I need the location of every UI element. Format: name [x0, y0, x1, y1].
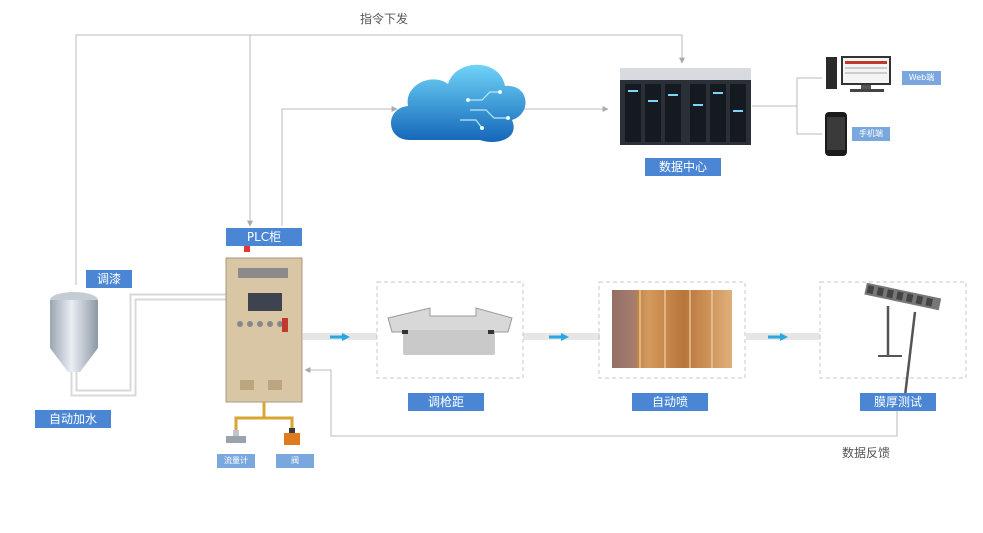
- command-down-label: 指令下发: [360, 12, 409, 26]
- gun-bracket-icon: [387, 307, 513, 355]
- film-test-label: 膜厚测试: [860, 393, 936, 411]
- auto-water-label: 自动加水: [35, 410, 111, 428]
- flow-pipes: [303, 333, 820, 341]
- auto-spray-label: 自动喷: [632, 393, 708, 411]
- paint-pipe: [70, 293, 228, 397]
- paint-mixing-label: 调漆: [86, 270, 132, 288]
- film-thickness-gauge-icon: [864, 282, 942, 397]
- desktop-computer-icon: [826, 56, 891, 92]
- brass-pipes: [234, 402, 294, 438]
- data-feedback-label: 数据反馈: [842, 446, 891, 460]
- station-frames: [376, 281, 967, 379]
- valve-icon: [284, 428, 300, 445]
- smartphone-icon: [825, 112, 847, 156]
- server-room-icon: [620, 68, 751, 145]
- water-tank-icon: [50, 292, 98, 372]
- web-label: Web端: [902, 71, 941, 85]
- mobile-label: 手机端: [852, 127, 890, 141]
- gun-distance-label: 调枪距: [408, 393, 484, 411]
- data-center-label: 数据中心: [645, 158, 721, 176]
- cloud-icon: [390, 64, 526, 142]
- plc-cabinet-label: PLC柜: [226, 228, 302, 246]
- spray-booth-icon: [612, 290, 732, 368]
- flowmeter-label: 流量计: [217, 454, 255, 468]
- valve-label: 阀: [276, 454, 314, 468]
- command-lines: [75, 34, 898, 437]
- flowmeter-icon: [226, 430, 246, 443]
- plc-cabinet-icon: [225, 246, 303, 403]
